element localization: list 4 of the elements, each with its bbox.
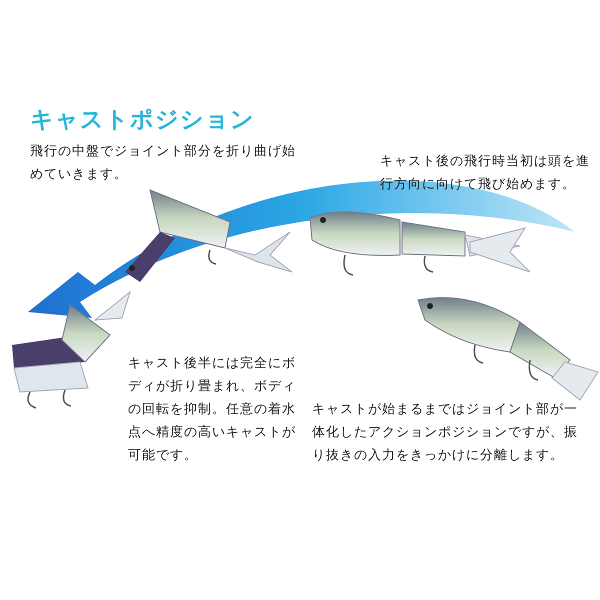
- description-text: 飛行の中盤でジョイント部分を折り曲げ始めていきます。: [30, 143, 297, 184]
- description-text: キャストが始まるまではジョイント部が一体化したアクションポジションですが、振り抜きの入力をきっかけに分離します。: [312, 401, 579, 465]
- description-text: キャスト後半には完全にボディが折り畳まれ、ボディの回転を抑制。任意の着水点へ精度の高いキャストが可能です。: [128, 355, 297, 465]
- heading: キャストポジション: [30, 106, 255, 135]
